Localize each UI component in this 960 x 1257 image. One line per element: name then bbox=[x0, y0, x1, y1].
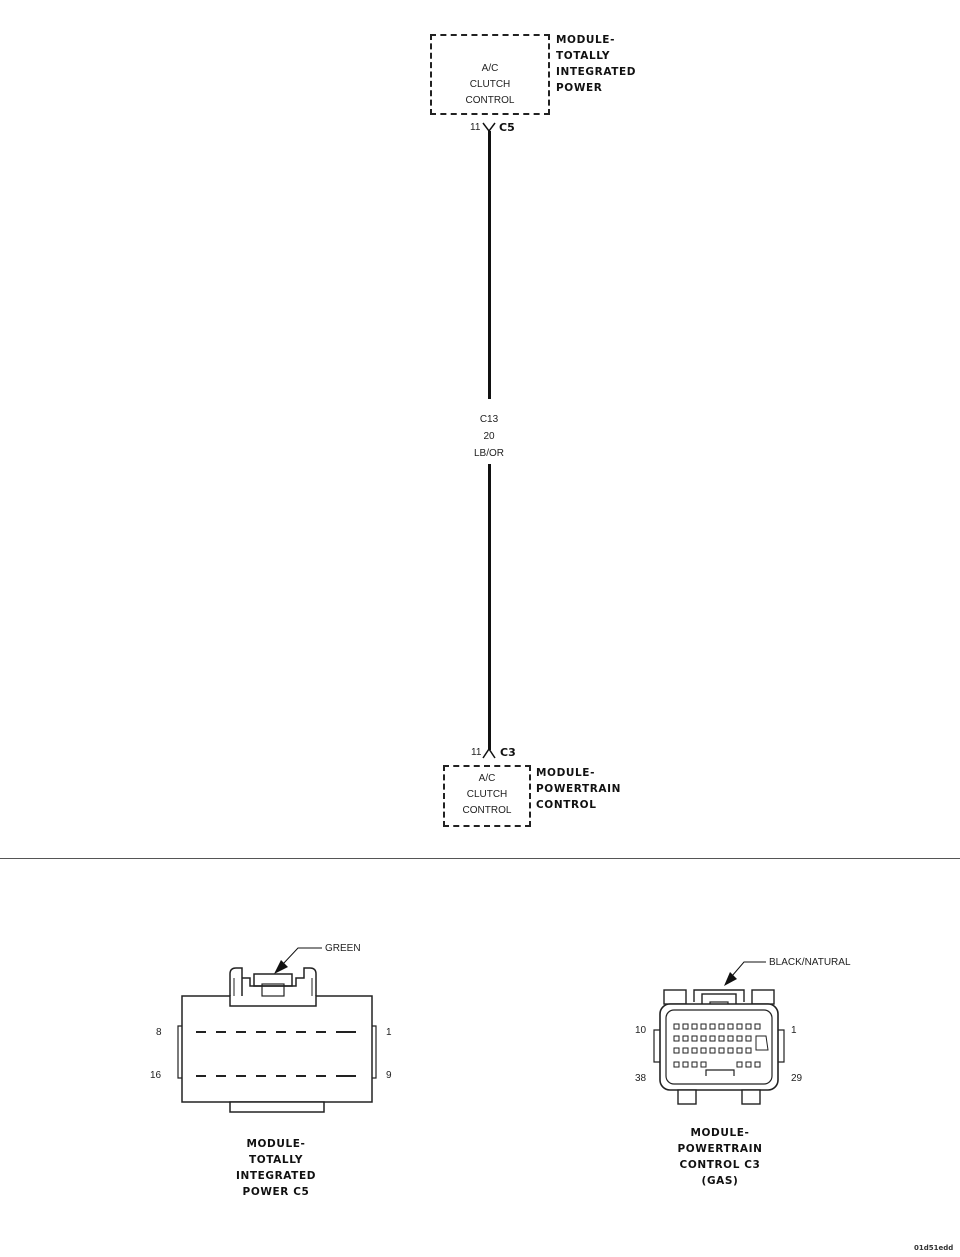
tipm-c5-caption: MODULE- TOTALLY INTEGRATED POWER C5 bbox=[216, 1136, 336, 1200]
pcm-c3-caption-line-1: MODULE- bbox=[690, 1127, 750, 1139]
tipm-name-line-2: TOTALLY bbox=[556, 50, 611, 62]
section-divider bbox=[0, 858, 960, 859]
pcm-c3-pin-1: 1 bbox=[791, 1025, 797, 1036]
tipm-terminal-fork bbox=[482, 122, 496, 133]
tipm-module-box bbox=[430, 34, 550, 115]
pcm-name-line-2: POWERTRAIN bbox=[536, 783, 622, 795]
pcm-name-line-1: MODULE- bbox=[536, 767, 596, 779]
tipm-name-line-3: INTEGRATED bbox=[556, 66, 637, 78]
tipm-inner-line-3: CONTROL bbox=[465, 95, 515, 106]
wire-segment-lower bbox=[488, 464, 491, 745]
tipm-c5-body bbox=[181, 995, 373, 1103]
wire-circuit: C13 bbox=[479, 414, 499, 425]
tipm-c5-caption-line-4: POWER C5 bbox=[242, 1186, 310, 1198]
pcm-inner-line-2: CLUTCH bbox=[466, 789, 508, 800]
pcm-connector-id: C3 bbox=[500, 746, 516, 759]
tipm-c5-color-label: GREEN bbox=[325, 943, 361, 954]
tipm-c5-caption-line-3: INTEGRATED bbox=[235, 1170, 317, 1182]
pcm-c3-pin-29: 29 bbox=[791, 1073, 803, 1084]
pcm-module-box bbox=[443, 765, 531, 827]
tipm-c5-pin-9: 9 bbox=[386, 1070, 392, 1081]
wire-color: LB/OR bbox=[473, 448, 504, 459]
tipm-c5-caption-line-2: TOTALLY bbox=[248, 1154, 304, 1166]
tipm-inner-line-2: CLUTCH bbox=[469, 79, 511, 90]
tipm-c5-pin-1: 1 bbox=[386, 1027, 392, 1038]
tipm-pin-number: 11 bbox=[470, 122, 481, 133]
wire-gauge: 20 bbox=[483, 431, 495, 442]
tipm-module-name: MODULE- TOTALLY INTEGRATED POWER bbox=[556, 32, 636, 96]
pcm-c3-caption-line-2: POWERTRAIN bbox=[677, 1143, 763, 1155]
pcm-c3-connector-drawing bbox=[653, 961, 785, 1105]
pcm-c3-color-label: BLACK/NATURAL bbox=[769, 957, 851, 968]
tipm-c5-connector-drawing bbox=[177, 947, 377, 1113]
wire-segment-upper bbox=[488, 131, 491, 399]
tipm-inner-line-1: A/C bbox=[481, 63, 499, 74]
pcm-pin-number: 11 bbox=[471, 747, 482, 758]
pcm-inner-label: A/C CLUTCH CONTROL bbox=[443, 771, 531, 819]
figure-id: 01d51edd bbox=[914, 1244, 954, 1252]
pcm-name-line-3: CONTROL bbox=[536, 799, 597, 811]
pcm-c3-pin-38: 38 bbox=[635, 1073, 647, 1084]
black-natural-leader-line bbox=[731, 961, 766, 977]
pcm-c3-pin-cavities bbox=[673, 1023, 761, 1068]
pcm-c3-caption: MODULE- POWERTRAIN CONTROL C3 (GAS) bbox=[650, 1125, 790, 1189]
wire-stub bbox=[488, 744, 491, 750]
pcm-c3-caption-line-3: CONTROL C3 bbox=[679, 1159, 761, 1171]
green-leader-line bbox=[282, 947, 322, 965]
wire-label: C13 20 LB/OR bbox=[459, 411, 519, 462]
tipm-connector-id: C5 bbox=[499, 121, 515, 134]
tipm-c5-latch bbox=[229, 967, 317, 996]
pcm-c3-caption-line-4: (GAS) bbox=[701, 1175, 739, 1187]
tipm-c5-foot bbox=[229, 1101, 325, 1113]
pcm-c3-latch bbox=[693, 989, 745, 1002]
pcm-c3-body bbox=[659, 1003, 779, 1091]
pcm-inner-line-1: A/C bbox=[478, 773, 496, 784]
pcm-module-name: MODULE- POWERTRAIN CONTROL bbox=[536, 765, 621, 813]
tipm-inner-label: A/C CLUTCH CONTROL bbox=[430, 61, 550, 109]
tipm-c5-pin-16: 16 bbox=[150, 1070, 162, 1081]
pcm-terminal-fork bbox=[482, 747, 496, 759]
tipm-name-line-1: MODULE- bbox=[556, 34, 616, 46]
pcm-c3-pin-10: 10 bbox=[635, 1025, 647, 1036]
tipm-c5-pin-8: 8 bbox=[156, 1027, 162, 1038]
wire-diagram bbox=[482, 122, 496, 759]
pcm-inner-line-3: CONTROL bbox=[462, 805, 512, 816]
green-leader-arrow bbox=[274, 960, 288, 974]
tipm-name-line-4: POWER bbox=[556, 82, 603, 94]
black-natural-leader-arrow bbox=[724, 972, 737, 986]
tipm-c5-caption-line-1: MODULE- bbox=[246, 1138, 306, 1150]
